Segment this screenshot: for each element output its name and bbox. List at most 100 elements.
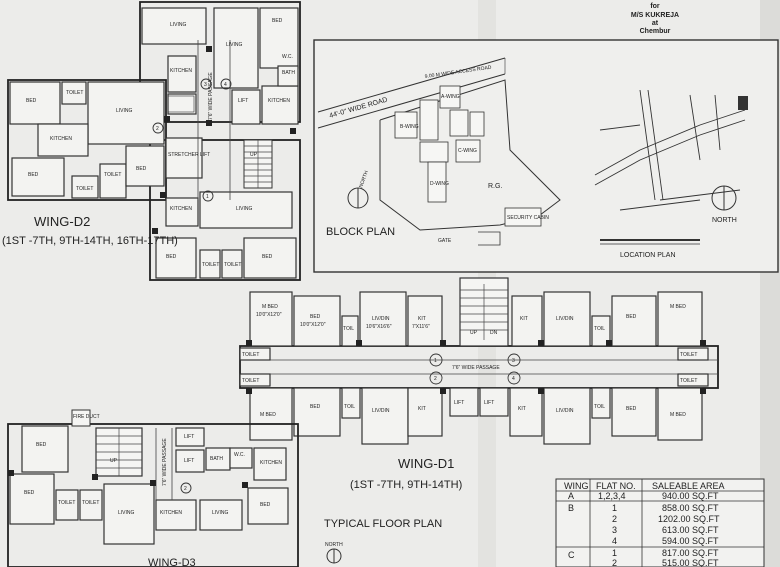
wing-d2-plan: 7'6" WIDE PASSAGE BED TOILET LIVING KITC… [2, 1, 301, 281]
d3-kitchen-2: KITCHEN [260, 460, 282, 466]
table-cell-flat: 2 [612, 514, 617, 524]
d2-bed-3: BED [136, 166, 147, 172]
d2-toilet-2: TOILET [76, 186, 93, 192]
d1-toilet-1: TOILET [242, 352, 259, 358]
d2-toilet-3: TOILET [104, 172, 121, 178]
table-row: B 1 858.00 SQ.FT [568, 503, 719, 513]
table-header-wing: WING [564, 481, 589, 491]
table-cell-wing: C [568, 550, 575, 560]
d2-bed-1: BED [26, 98, 37, 104]
d1-lift-1: LIFT [454, 400, 464, 406]
d1-bed-1-dim: 10'0"X12'0" [256, 312, 282, 318]
table-cell-wing: B [568, 503, 574, 513]
d2-passage: 7'6" WIDE PASSAGE [208, 72, 214, 120]
location-plan-title: LOCATION PLAN [620, 252, 676, 259]
table-row: 3 613.00 SQ.FT [612, 525, 719, 535]
d1-toilet-3: TOILET [680, 352, 697, 358]
d2-living-1: LIVING [116, 108, 133, 114]
d2-bath: BATH [282, 70, 295, 76]
block-plan-title: BLOCK PLAN [326, 226, 395, 238]
table-cell-flat: 2 [612, 558, 617, 567]
wing-d2-title: WING-D2 [34, 214, 90, 229]
d1-toil-1: TOIL [343, 326, 354, 332]
wing-d1-plan: 7'6" WIDE PASSAGE [239, 277, 719, 491]
header-line1: for [650, 3, 660, 10]
wing-d3-title: WING-D3 [148, 557, 196, 567]
table-cell-wing: A [568, 491, 574, 501]
table-row: 2 1202.00 SQ.FT [612, 514, 720, 524]
d3-fire-duct: FIRE DUCT [73, 414, 100, 420]
wing-d3-staircase [95, 427, 143, 477]
d2-kitchen-4: KITCHEN [170, 206, 192, 212]
table-cell-area: 817.00 SQ.FT [662, 548, 719, 558]
d1-toilet-4: TOILET [680, 378, 697, 384]
bp-gate: GATE [438, 238, 452, 244]
d1-livdin-1: LIV/DIN [372, 316, 390, 322]
d1-toil-3: TOIL [344, 404, 355, 410]
d2-bed-4: BED [272, 18, 283, 24]
table-cell-flat: 1 [612, 503, 617, 513]
d1-toil-2: TOIL [594, 326, 605, 332]
location-plan: LOCATION PLAN NORTH [594, 89, 748, 259]
d2-kitchen-3: KITCHEN [268, 98, 290, 104]
d3-bath: BATH [210, 456, 223, 462]
d1-passage: 7'6" WIDE PASSAGE [452, 365, 500, 371]
d3-marker-2: 2 [184, 486, 187, 492]
d1-toilet-2: TOILET [242, 378, 259, 384]
header-line3: at [652, 20, 659, 27]
table-cell-area: 613.00 SQ.FT [662, 525, 719, 535]
d2-kitchen-1: KITCHEN [50, 136, 72, 142]
d3-wc: W.C. [234, 452, 245, 458]
d1-bed-6: BED [310, 404, 321, 410]
d2-bed-5: BED [166, 254, 177, 260]
table-cell-area: 515.00 SQ.FT [662, 558, 719, 567]
d2-bed-6: BED [262, 254, 273, 260]
header-company: M/S KUKREJA [631, 12, 679, 19]
d3-toilet-1: TOILET [58, 500, 75, 506]
d2-marker-1: 1 [206, 194, 209, 200]
d1-livdin-2: LIV/DIN [556, 316, 574, 322]
d3-bed-2: BED [24, 490, 35, 496]
d1-kit-1: KIT [418, 316, 426, 322]
d1-kit-3: KIT [418, 406, 426, 412]
d1-bed-2: BED [310, 314, 321, 320]
d1-kit-4: KIT [518, 406, 526, 412]
d1-up: UP [470, 330, 478, 336]
table-row: C 1 817.00 SQ.FT [568, 548, 719, 560]
d2-stretcher: STRETCHER LIFT [168, 152, 210, 158]
d1-dn: DN [490, 330, 498, 336]
table-header-area: SALEABLE AREA [652, 481, 725, 491]
d2-living-2: LIVING [170, 22, 187, 28]
header-location: Chembur [640, 28, 671, 35]
d1-marker-1: 1 [434, 358, 437, 364]
d2-lift-1: LIFT [238, 98, 248, 104]
d3-bed-1: BED [36, 442, 47, 448]
d2-living-3: LIVING [226, 42, 243, 48]
d3-toilet-2: TOILET [82, 500, 99, 506]
bp-security: SECURITY CABIN [507, 215, 549, 221]
typical-floor-plan-title: TYPICAL FLOOR PLAN [324, 518, 442, 530]
d3-up: UP [110, 458, 118, 464]
d2-kitchen-2: KITCHEN [170, 68, 192, 74]
d1-lift-2: LIFT [484, 400, 494, 406]
table-row: A 1,2,3,4 940.00 SQ.FT [568, 491, 719, 501]
table-cell-flat: 1,2,3,4 [598, 491, 626, 501]
table-cell-area: 858.00 SQ.FT [662, 503, 719, 513]
d1-livdin-4: LIV/DIN [556, 408, 574, 414]
d1-bed-2-dim: 10'0"X12'0" [300, 322, 326, 328]
d1-bed-7: BED [626, 406, 637, 412]
table-header-flat: FLAT NO. [596, 481, 636, 491]
d1-marker-2: 2 [434, 376, 437, 382]
d1-kit-1-dim: 7'X11'6" [412, 324, 430, 330]
bp-c-wing: C-WING [458, 148, 477, 154]
d1-kit-2: KIT [520, 316, 528, 322]
d2-living-4: LIVING [236, 206, 253, 212]
d1-marker-4: 4 [512, 376, 515, 382]
d2-bed-2: BED [28, 172, 39, 178]
bp-d-wing: D-WING [430, 181, 449, 187]
bp-north-label: NORTH [358, 170, 370, 189]
d2-marker-2: 2 [156, 126, 159, 132]
d1-toil-4: TOIL [594, 404, 605, 410]
table-cell-flat: 3 [612, 525, 617, 535]
bp-rg: R.G. [488, 183, 502, 190]
